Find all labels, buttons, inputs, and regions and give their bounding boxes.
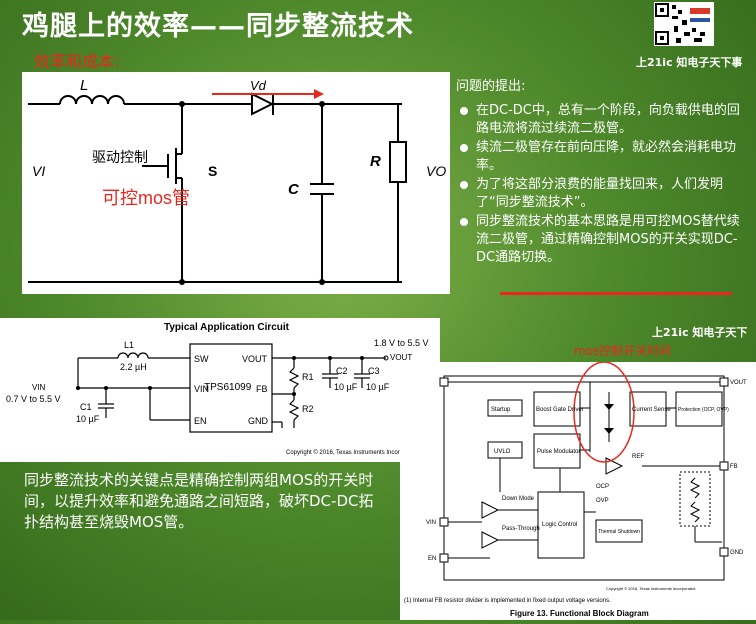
pin-sw: SW (194, 354, 209, 364)
c2-label: C2 (336, 366, 348, 376)
r1-label: R1 (302, 372, 314, 382)
signal-ocp: OCP (596, 484, 609, 490)
capacitor-label: C (288, 181, 300, 198)
problem-statement: 问题的提出: 在DC-DC中，总有一个阶段，向负载供电的回路电流将流过续流二极管… (456, 78, 746, 300)
input-voltage-label: VI (32, 163, 45, 179)
fbd-pin-gnd: GND (730, 550, 744, 556)
fbd-pin-en: EN (428, 556, 436, 562)
c1-label: C1 (80, 402, 92, 412)
problem-bullet: 为了将这部分浪费的能量找回来，人们发明了“同步整流技术”。 (460, 176, 746, 212)
c2-value: 10 µF (334, 382, 358, 392)
vout-range: 1.8 V to 5.5 V (374, 338, 429, 348)
mos-annotation: 可控mos管 (102, 188, 190, 208)
conclusion-text: 同步整流技术的关键点是精确控制两组MOS的开关时间，以提升效率和避免通路之间短路… (24, 471, 374, 531)
diode-voltage-label: Vd (250, 78, 267, 93)
app-copyright: Copyright © 2016, Texas Instruments Inco… (286, 449, 420, 456)
c3-value: 10 µF (366, 382, 390, 392)
pin-vin: VIN (194, 384, 209, 394)
fbd-footnote: (1) Internal FB resistor divider is impl… (404, 598, 611, 604)
signal-ovp: OVP (596, 498, 609, 504)
problem-bullet: 同步整流技术的基本思路是用可控MOS替代续流二极管，通过精确控制MOS的开关实现… (460, 213, 746, 267)
pin-gnd: GND (248, 416, 269, 426)
block-pulse-modulator: Pulse Modulator (537, 449, 580, 455)
signal-ref: REF (632, 454, 644, 460)
problem-bullet: 续流二极管存在前向压降，就必然会消耗电功率。 (460, 139, 746, 175)
vin-label: VIN (32, 383, 46, 392)
block-current-sense: Current Sense (632, 407, 671, 413)
qr-code-icon (654, 2, 714, 46)
r2-label: R2 (302, 404, 314, 414)
block-startup: Startup (491, 407, 511, 413)
fbd-pin-vout: VOUT (730, 380, 747, 386)
mos-control-annotation: mos控制开关时间 (574, 344, 672, 358)
vin-range: 0.7 V to 5.5 V (6, 394, 61, 404)
switch-label: S (208, 163, 217, 179)
brand-label-mid: 上21ic 知电子天下 (652, 326, 748, 339)
block-protection: Protection (OCP, OVP) (678, 407, 729, 413)
pin-en: EN (194, 416, 207, 426)
problem-bullet-list: 在DC-DC中，总有一个阶段，向负载供电的回路电流将流过续流二极管。 续流二极管… (456, 102, 746, 267)
vout-label: VOUT (390, 353, 412, 362)
pin-fb: FB (256, 384, 268, 394)
app-circuit-title: Typical Application Circuit (164, 322, 290, 333)
c1-value: 10 µF (76, 414, 100, 424)
l1-value: 2.2 µH (120, 362, 147, 372)
fbd-pin-fb: FB (730, 464, 738, 470)
typical-application-circuit: Typical Application Circuit (0, 318, 440, 462)
red-underline (500, 292, 732, 295)
buck-circuit-diagram: L Vd VI 驱动控制 S C R VO 可控mos管 (22, 72, 450, 294)
fbd-copyright: Copyright © 2016, Texas Instruments Inco… (606, 586, 695, 591)
ic-name: TPS61099 (204, 382, 252, 393)
block-thermal-shutdown: Thermal Shutdown (598, 529, 640, 535)
l1-label: L1 (124, 340, 134, 350)
slide-title: 鸡腿上的效率——同步整流技术 (22, 11, 414, 42)
block-down-mode: Down Mode (502, 496, 535, 502)
block-pass-through: Pass-Through (502, 526, 540, 532)
block-boost-gate-driver: Boost Gate Driver (536, 407, 584, 413)
block-logic-control: Logic Control (542, 522, 577, 528)
drive-control-label: 驱动控制 (92, 149, 148, 165)
problem-bullet: 在DC-DC中，总有一个阶段，向负载供电的回路电流将流过续流二极管。 (460, 102, 746, 138)
c3-label: C3 (368, 366, 380, 376)
fbd-caption: Figure 13. Functional Block Diagram (510, 609, 649, 618)
output-voltage-label: VO (426, 163, 446, 179)
resistor-label: R (370, 153, 381, 170)
fbd-pin-vin: VIN (426, 520, 436, 526)
block-uvlo: UVLO (494, 449, 511, 455)
slide-subtitle: 效率和成本: (34, 52, 120, 71)
functional-block-diagram: mos控制开关时间 Startup Boost Gate Driver Curr… (400, 361, 756, 620)
problem-heading: 问题的提出: (456, 79, 526, 94)
pin-vout: VOUT (242, 354, 268, 364)
inductor-label: L (80, 77, 88, 94)
brand-label-top: 上21ic 知电子天下事 (636, 56, 743, 69)
